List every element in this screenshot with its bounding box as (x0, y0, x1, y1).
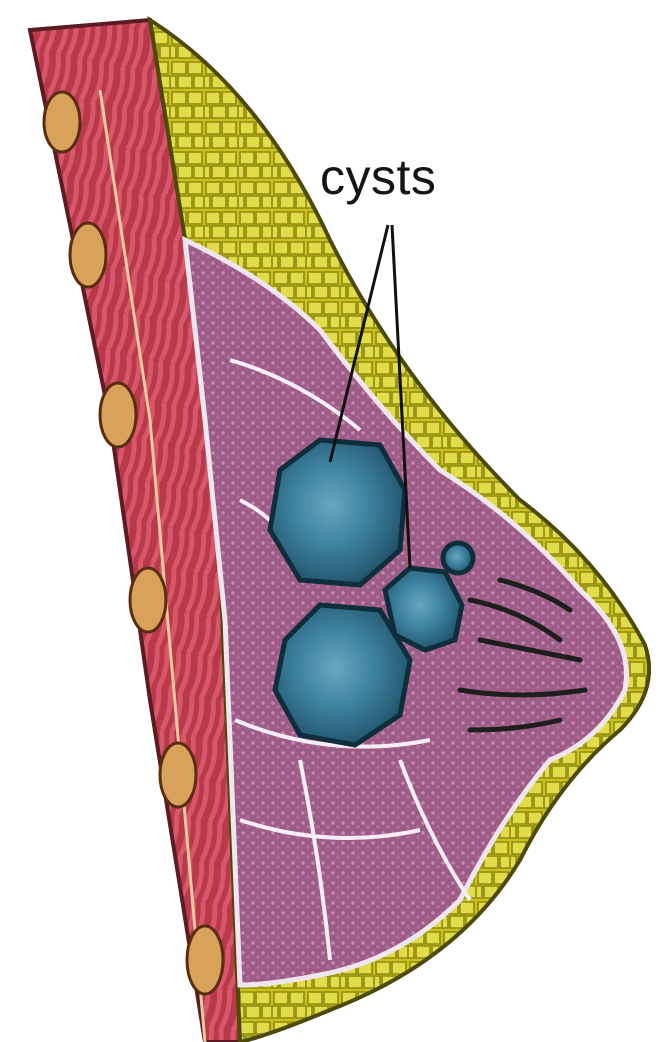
cyst-large-upper (270, 440, 405, 585)
cyst-small (443, 543, 473, 573)
cyst-medium (385, 568, 462, 650)
cysts-label: cysts (320, 152, 436, 202)
